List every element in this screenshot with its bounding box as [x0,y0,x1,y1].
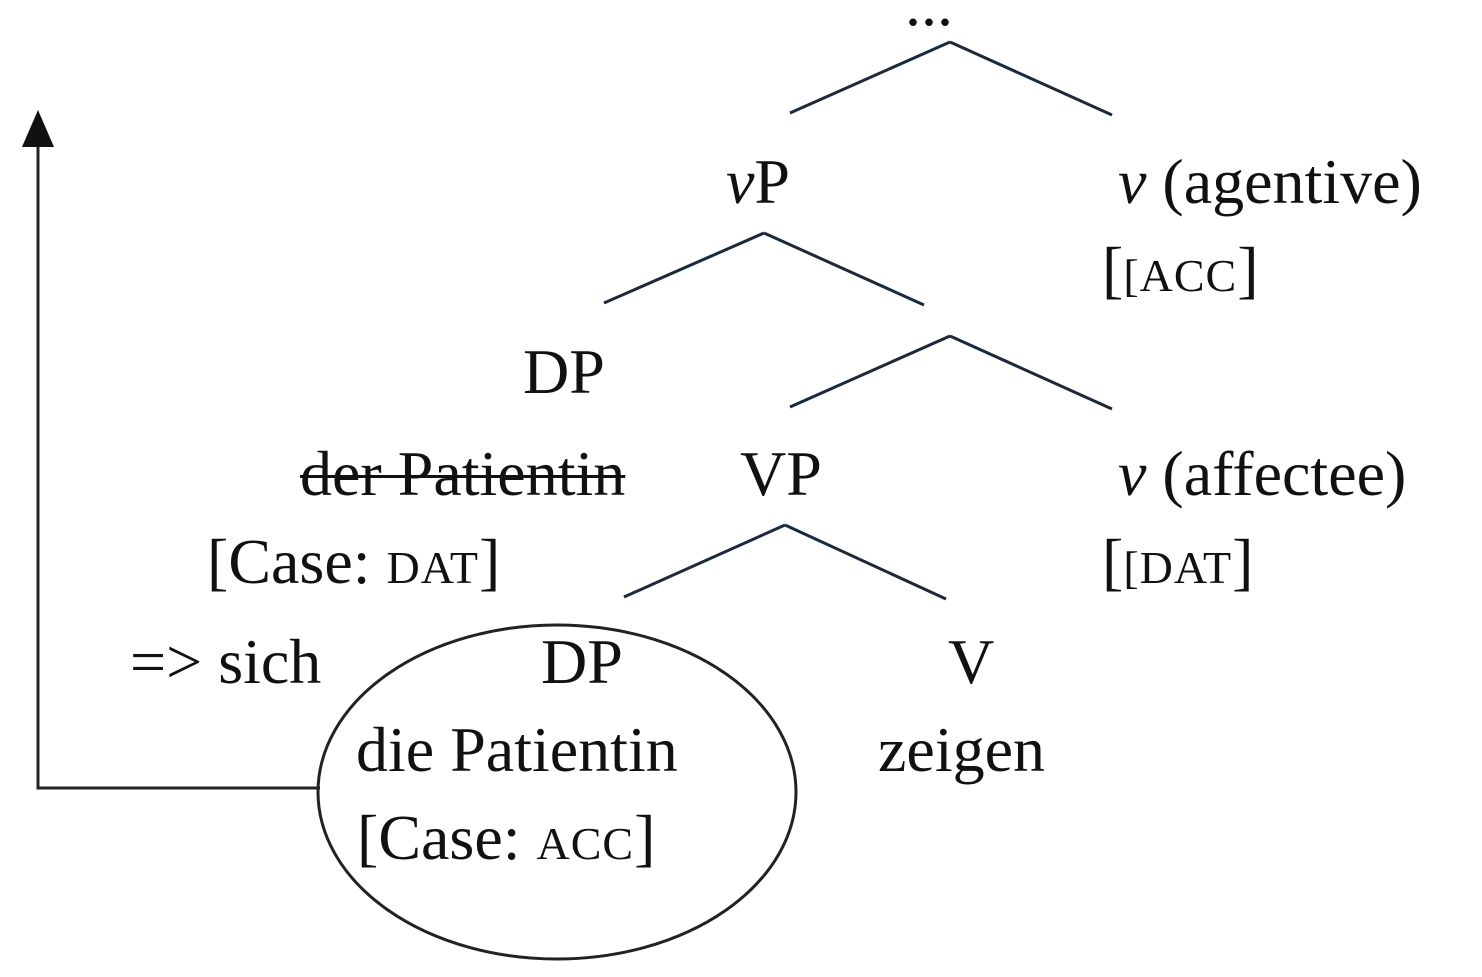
v-agentive-feature: [[ACC] [1102,238,1259,302]
dp-lower-case: [Case: ACC] [357,806,655,870]
dp-lower-case-value: ACC [536,818,635,869]
v-affectee-italic-v: v [1118,438,1147,509]
edge-top-left [789,40,951,115]
edge-vbar-right [949,334,1113,411]
reflexive-label: => sich [130,626,322,697]
acc-feature-close: ] [1237,234,1259,305]
edge-vbar-left [789,334,951,409]
dp-upper-case-close: ] [478,526,501,597]
dp-upper-word: der Patientin [300,438,626,509]
dp-lower-label: DP [541,626,623,697]
movement-arrowhead [22,110,54,147]
dp-upper-case: [Case: DAT] [207,530,500,594]
v-head-label: V [948,626,995,697]
vp-phrase-label: VP [740,438,822,509]
v-agentive-italic-v: v [1118,146,1147,217]
edge-VP-right [784,523,947,601]
vp-node-label: vP [726,150,790,214]
dp-upper-label: DP [523,336,605,407]
top-ellipsis: ... [905,0,953,39]
dp-lower-case-prefix: [Case: [357,802,537,873]
edge-top-right [949,40,1113,117]
movement-arrow-line [36,140,320,790]
dat-feature-open: [ [1102,526,1124,597]
v-affectee-label: v (affectee) [1118,442,1406,506]
dp-lower-case-close: ] [634,802,656,873]
dp-upper-case-value: DAT [386,542,479,593]
edge-VP-left [623,523,786,599]
v-head-word: zeigen [878,714,1045,785]
edge-vp-left [603,231,765,305]
vp-rest: P [754,146,790,217]
v-agentive-rest: (agentive) [1146,146,1422,217]
edge-vp-right [763,231,925,307]
vp-italic-v: v [726,146,755,217]
v-agentive-label: v (agentive) [1118,150,1422,214]
v-affectee-rest: (affectee) [1146,438,1407,509]
movement-ellipse [316,623,798,961]
acc-feature-value: [ACC [1123,250,1238,301]
dp-lower-word: die Patientin [356,714,678,785]
dat-feature-value: [DAT [1123,542,1233,593]
acc-feature-text: [[ACC] [1102,234,1259,305]
dat-feature-close: ] [1232,526,1254,597]
v-affectee-feature: [[DAT] [1102,530,1253,594]
dp-upper-case-prefix: [Case: [207,526,387,597]
